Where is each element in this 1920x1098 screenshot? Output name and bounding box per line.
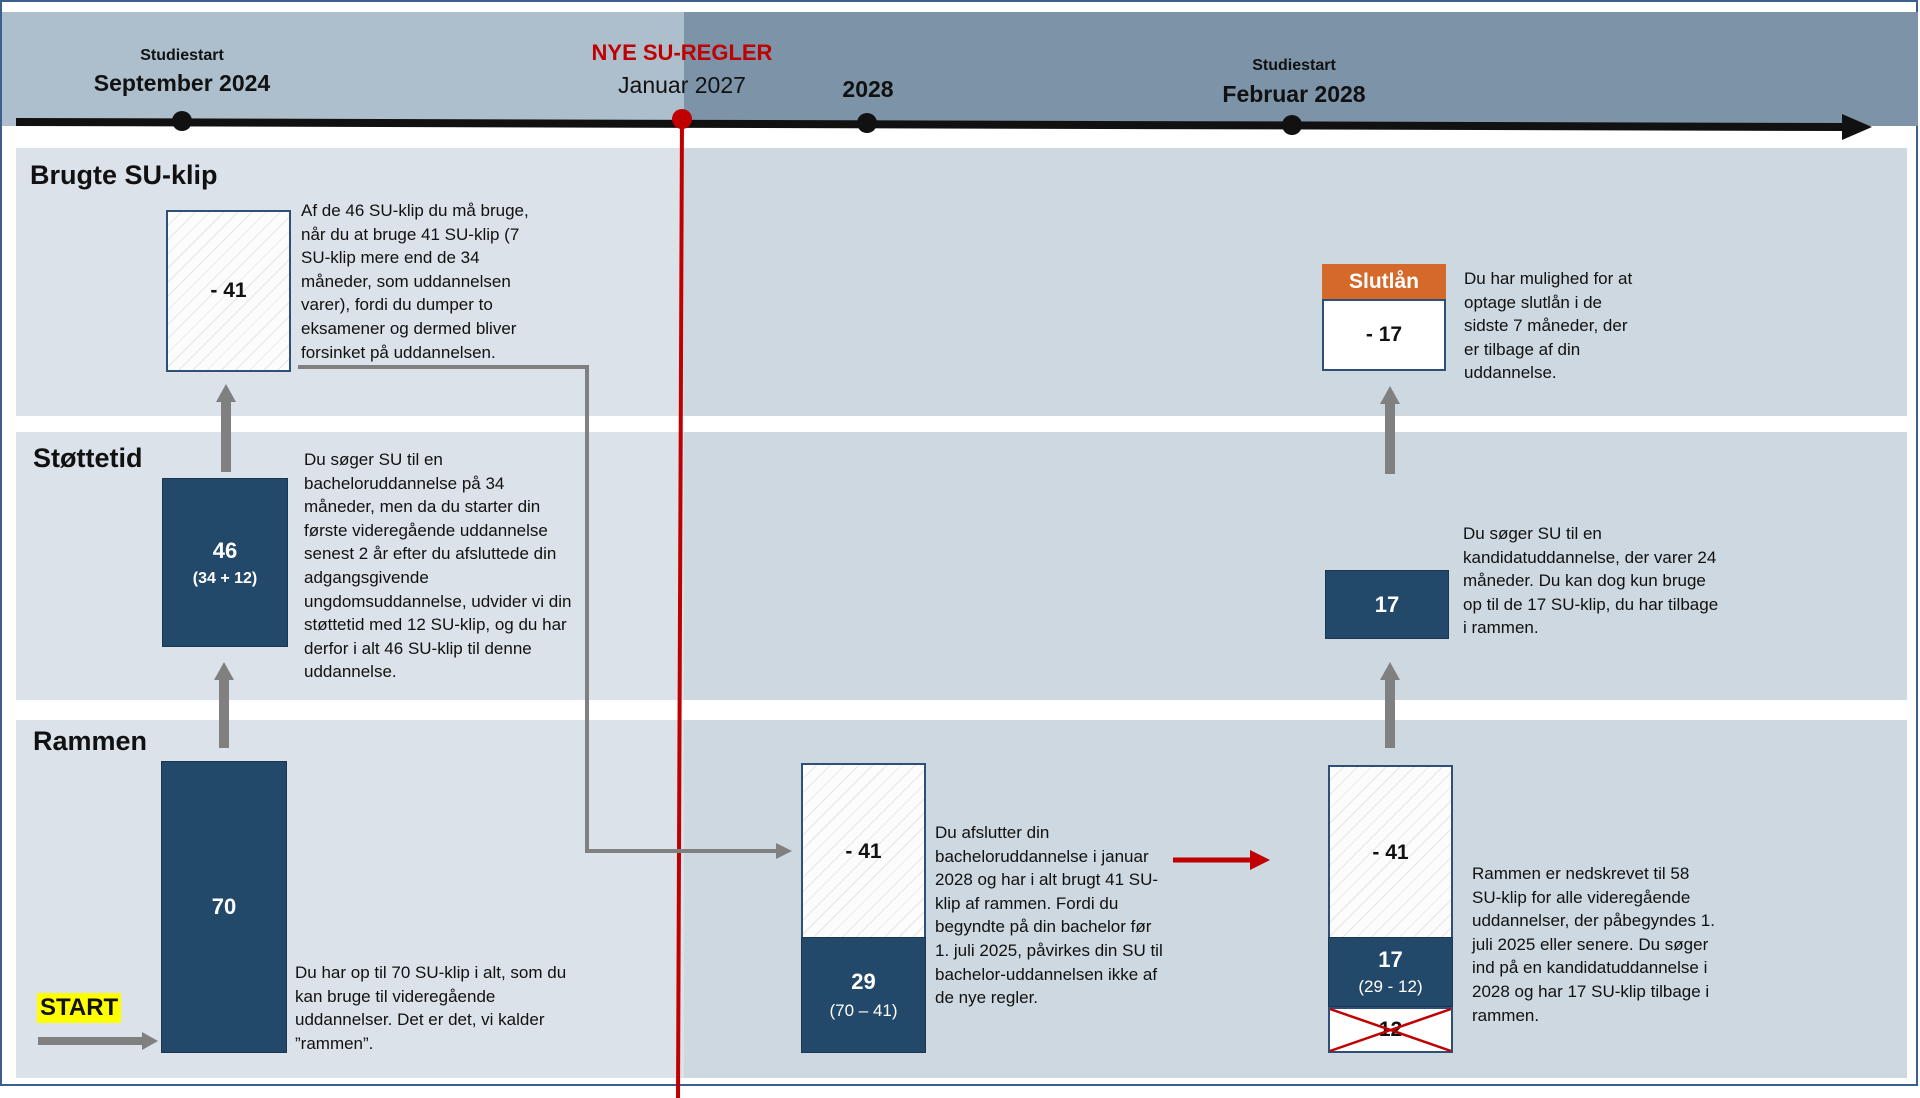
frame-box-3-used: - 41 (1328, 765, 1453, 939)
support-time-box-1: 46 (34 + 12) (162, 478, 288, 647)
connector-used-arrowhead (776, 843, 792, 859)
up-arrow-4-head (1380, 386, 1400, 404)
support-time-box-2: 17 (1325, 570, 1449, 639)
up-arrow-3-head (1380, 662, 1400, 680)
timeline-dot-rule (672, 109, 692, 129)
timeline-axis (15, 118, 1846, 131)
frame-box-2-used: - 41 (801, 763, 926, 939)
lane-title-rammen: Rammen (33, 726, 148, 756)
used-clips-box-1: - 41 (166, 210, 291, 372)
connector-used-to-rammen (298, 365, 776, 853)
timeline-dot-3 (857, 113, 877, 133)
desc-frame-3: Rammen er nedskrevet til 58 SU-klip for … (1472, 864, 1715, 1025)
timeline-label-big-3: 2028 (842, 76, 894, 102)
frame-box-3-remaining: 17 (29 - 12) (1328, 937, 1453, 1007)
cross-out-icon (1329, 1007, 1452, 1053)
support-time-value-2: 17 (1374, 591, 1400, 617)
start-label: START (37, 993, 122, 1023)
timeline-dot-1 (172, 111, 192, 131)
final-loan-header: Slutlån (1322, 264, 1446, 299)
lane-stottetid-after (684, 432, 1907, 700)
support-time-value-1: 46 (212, 537, 238, 563)
timeline-label-small-1: Studiestart (140, 47, 224, 64)
frame-box-3-removed: 12 (1328, 1007, 1453, 1053)
lane-brugte-before (16, 148, 684, 416)
rule-change-date: Januar 2027 (618, 72, 746, 98)
desc-final-loan: Du har mulighed for at optage slutlån i … (1464, 269, 1633, 383)
timeline-arrowhead (1842, 114, 1872, 140)
lane-title-brugte: Brugte SU-klip (30, 160, 218, 190)
frame-box-3-sub: (29 - 12) (1358, 977, 1423, 996)
frame-box-1: 70 (161, 761, 287, 1053)
frame-box-3-used-value: - 41 (1372, 841, 1409, 864)
final-loan-value: - 17 (1365, 323, 1403, 346)
up-arrow-1-head (214, 662, 234, 680)
timeline-label-small-4: Studiestart (1252, 57, 1336, 74)
frame-box-2-remaining: 29 (70 – 41) (801, 937, 926, 1053)
lane-stottetid-before (16, 432, 684, 700)
desc-frame: Du har op til 70 SU-klip i alt, som du k… (295, 963, 567, 1053)
red-arrowhead (1250, 850, 1270, 870)
desc-frame-2: Du afslutter din bacheloruddannelse i ja… (935, 823, 1163, 1008)
desc-used-clips: Af de 46 SU-klip du må bruge, når du at … (301, 201, 529, 362)
up-arrow-2-head (216, 384, 236, 402)
timeline-band-after-rule (684, 12, 1918, 126)
timeline-label-big-1: September 2024 (93, 70, 271, 96)
frame-value-1: 70 (211, 894, 237, 919)
lane-rammen-before (16, 720, 684, 1078)
frame-box-2-used-value: - 41 (845, 840, 882, 863)
rule-change-title: NYE SU-REGLER (591, 40, 773, 65)
desc-support-time-2: Du søger SU til en kandidatuddannelse, d… (1463, 524, 1719, 638)
lane-brugte-after (684, 148, 1907, 416)
frame-box-2-sub: (70 – 41) (829, 1001, 898, 1020)
final-loan-box: - 17 (1322, 299, 1446, 371)
used-clips-value-1: - 41 (210, 279, 247, 302)
rule-change-line (676, 117, 684, 1098)
timeline-band-before-rule (2, 12, 684, 126)
timeline-label-big-4: Februar 2028 (1222, 81, 1366, 107)
lane-title-stottetid: Støttetid (33, 443, 143, 473)
desc-support-time: Du søger SU til en bacheloruddannelse på… (304, 450, 572, 682)
timeline-dot-4 (1282, 115, 1302, 135)
start-arrowhead (142, 1032, 158, 1050)
frame-box-3-value: 17 (1378, 947, 1403, 972)
frame-box-2-value: 29 (851, 969, 876, 994)
support-time-sub-1: (34 + 12) (192, 569, 258, 587)
